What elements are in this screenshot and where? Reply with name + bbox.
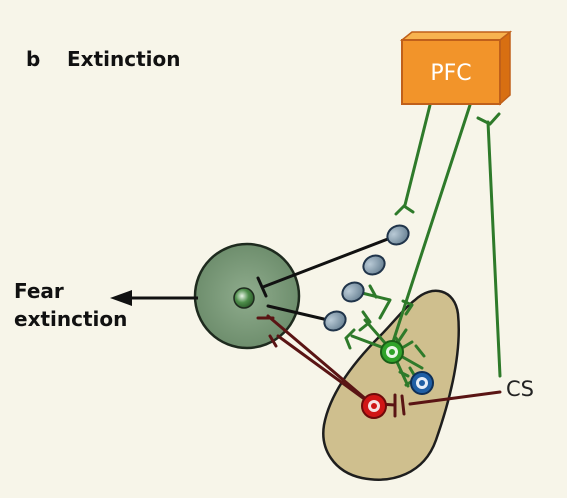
itc-cell	[386, 224, 410, 246]
ce-neuron	[233, 287, 255, 309]
fear-label: Fear	[14, 279, 64, 303]
itc-inhibitory-lines	[256, 235, 395, 322]
extinction-label: extinction	[14, 307, 127, 331]
itc-cells	[323, 224, 410, 332]
panel-title: Extinction	[67, 47, 180, 71]
blue-neuron	[410, 371, 434, 395]
output-arrow	[110, 290, 198, 306]
cs-label: CS	[506, 377, 534, 401]
itc-cell	[323, 310, 347, 332]
pfc-label: PFC	[430, 61, 471, 86]
pfc-block: PFC	[399, 30, 513, 106]
red-neuron	[361, 393, 387, 419]
itc-cell	[362, 254, 386, 276]
itc-cell	[341, 281, 365, 303]
red-inhibitory-pathway	[256, 314, 502, 418]
panel-letter: b	[26, 47, 40, 71]
green-neuron	[380, 340, 404, 364]
pfc-projections	[390, 103, 502, 378]
